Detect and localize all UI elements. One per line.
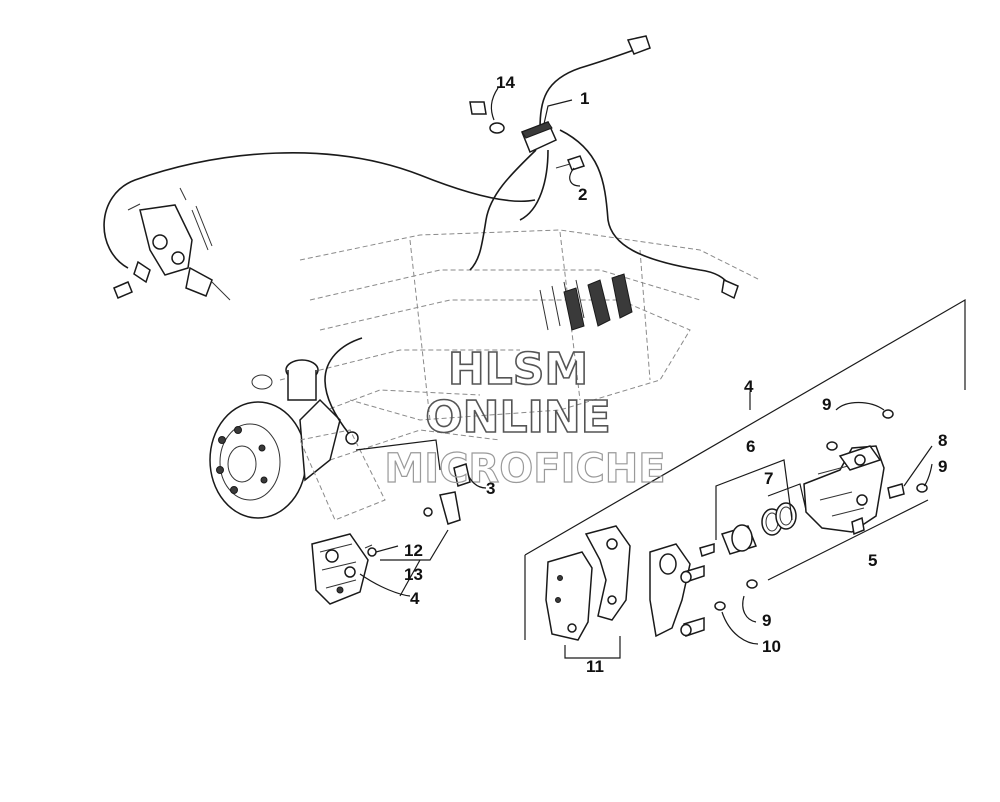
left-caliper [299,429,471,605]
junction-block [469,101,585,171]
callouts: 1 14 2 3 4 9 8 9 6 7 5 9 10 11 12 13 4 [404,73,947,676]
callout-13: 13 [404,565,423,584]
callout-9-bottom: 9 [762,611,771,630]
watermark-line3: MICROFICHE [384,446,665,492]
radiator-fins [539,273,633,331]
watermark: HLSM ONLINE MICROFICHE [384,343,666,492]
callout-12: 12 [404,541,423,560]
watermark-line2: ONLINE [425,392,611,443]
callout-2: 2 [578,185,587,204]
callout-4-bottom: 4 [410,589,420,608]
callout-14: 14 [496,73,515,92]
callout-10: 10 [762,637,781,656]
callout-5: 5 [868,551,877,570]
callout-11: 11 [586,657,604,676]
callout-9-right: 9 [938,457,947,476]
callout-8: 8 [938,431,947,450]
callout-6: 6 [746,437,755,456]
callout-1: 1 [580,89,589,108]
watermark-line1: HLSM [448,344,588,395]
callout-leaders [359,87,933,645]
callout-4-top: 4 [744,377,754,396]
callout-7: 7 [764,469,773,488]
master-cylinder [113,187,231,301]
brake-lines [103,35,739,445]
brake-disc [209,359,341,519]
callout-3: 3 [486,479,495,498]
callout-9-top: 9 [822,395,831,414]
